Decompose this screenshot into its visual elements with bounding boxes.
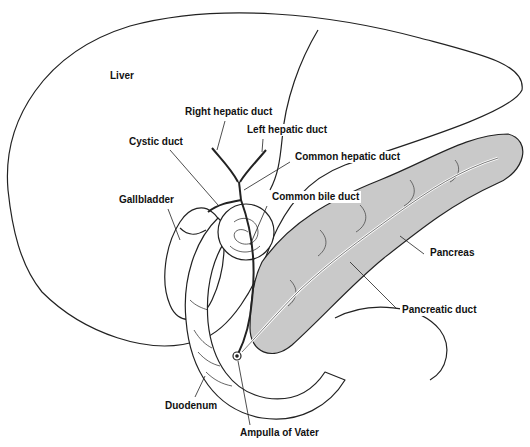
leader-line <box>262 139 263 152</box>
pancreas <box>250 134 523 353</box>
part-label: Cystic duct <box>127 136 185 148</box>
leader-line <box>238 361 250 425</box>
gallbladder-fold <box>180 228 206 234</box>
leader-line <box>250 206 267 245</box>
part-label: Common hepatic duct <box>293 151 402 163</box>
pancreatic-duct-edge <box>242 158 498 352</box>
part-label: Ampulla of Vater <box>238 427 321 439</box>
leader-line <box>195 376 205 397</box>
pylorus-folds <box>230 218 260 252</box>
part-label: Duodenum <box>163 400 219 412</box>
liver-lobe-line <box>270 30 318 190</box>
common-bile-duct <box>238 200 254 354</box>
part-label: Left hepatic duct <box>245 124 329 136</box>
cystic-duct <box>208 200 241 212</box>
pancreas-lobules <box>288 160 459 306</box>
leader-line <box>350 262 397 309</box>
ampulla <box>233 352 241 360</box>
pancreatic-duct <box>242 158 498 352</box>
leader-line <box>170 150 218 205</box>
part-label: Right hepatic duct <box>183 106 274 118</box>
part-label: Liver <box>108 70 136 82</box>
part-label: Pancreatic duct <box>400 304 478 316</box>
part-label: Pancreas <box>428 247 476 259</box>
right-hepatic-duct <box>212 148 238 182</box>
duodenum-folds <box>190 300 232 386</box>
part-label: Gallbladder <box>117 194 176 206</box>
leader-line <box>217 121 225 150</box>
left-hepatic-duct <box>240 150 266 182</box>
leader-line <box>244 162 290 190</box>
leader-line <box>400 236 424 254</box>
common-hepatic-duct <box>239 182 241 200</box>
leader-line <box>168 209 180 240</box>
jejunum-curve <box>335 307 447 380</box>
part-label: Common bile duct <box>270 191 361 203</box>
ampulla-dot <box>236 355 238 357</box>
